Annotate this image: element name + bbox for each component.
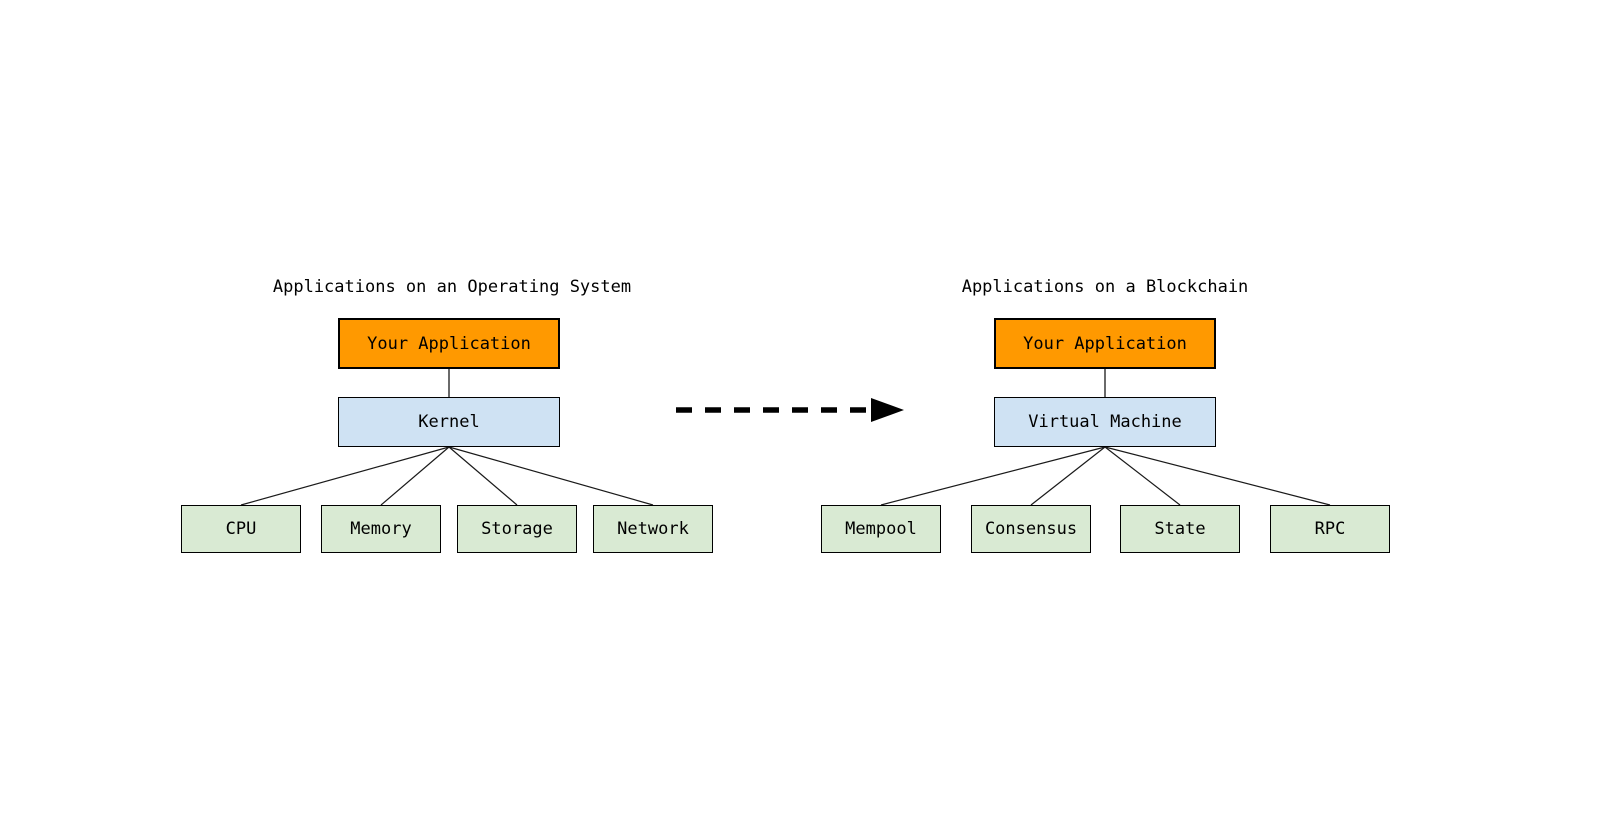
os-component-network-box: Network bbox=[593, 505, 713, 553]
left-platform-to-memory-connector bbox=[380, 446, 450, 506]
blockchain-component-mempool-box: Mempool bbox=[821, 505, 941, 553]
os-component-storage-box: Storage bbox=[457, 505, 577, 553]
blockchain-virtual-machine-box: Virtual Machine bbox=[994, 397, 1216, 447]
os-your-application-box: Your Application bbox=[338, 318, 560, 369]
blockchain-component-rpc-box: RPC bbox=[1270, 505, 1390, 553]
os-kernel-box: Kernel bbox=[338, 397, 560, 447]
left-platform-to-network-connector bbox=[448, 446, 654, 506]
os-component-cpu-box: CPU bbox=[181, 505, 301, 553]
os-component-memory-box: Memory bbox=[321, 505, 441, 553]
os-to-blockchain-arrow bbox=[676, 398, 904, 422]
blockchain-tree-title: Applications on a Blockchain bbox=[961, 277, 1249, 297]
right-platform-to-state-connector bbox=[1104, 446, 1181, 506]
right-platform-to-consensus-connector bbox=[1030, 446, 1106, 506]
left-platform-to-storage-connector bbox=[448, 446, 518, 506]
blockchain-component-consensus-box: Consensus bbox=[971, 505, 1091, 553]
right-platform-to-mempool-connector bbox=[880, 446, 1106, 506]
right-platform-to-rpc-connector bbox=[1104, 446, 1331, 506]
blockchain-your-application-box: Your Application bbox=[994, 318, 1216, 369]
left-platform-to-cpu-connector bbox=[240, 446, 450, 506]
os-tree-title: Applications on an Operating System bbox=[272, 277, 632, 297]
arrowhead-icon bbox=[871, 398, 904, 422]
blockchain-component-state-box: State bbox=[1120, 505, 1240, 553]
